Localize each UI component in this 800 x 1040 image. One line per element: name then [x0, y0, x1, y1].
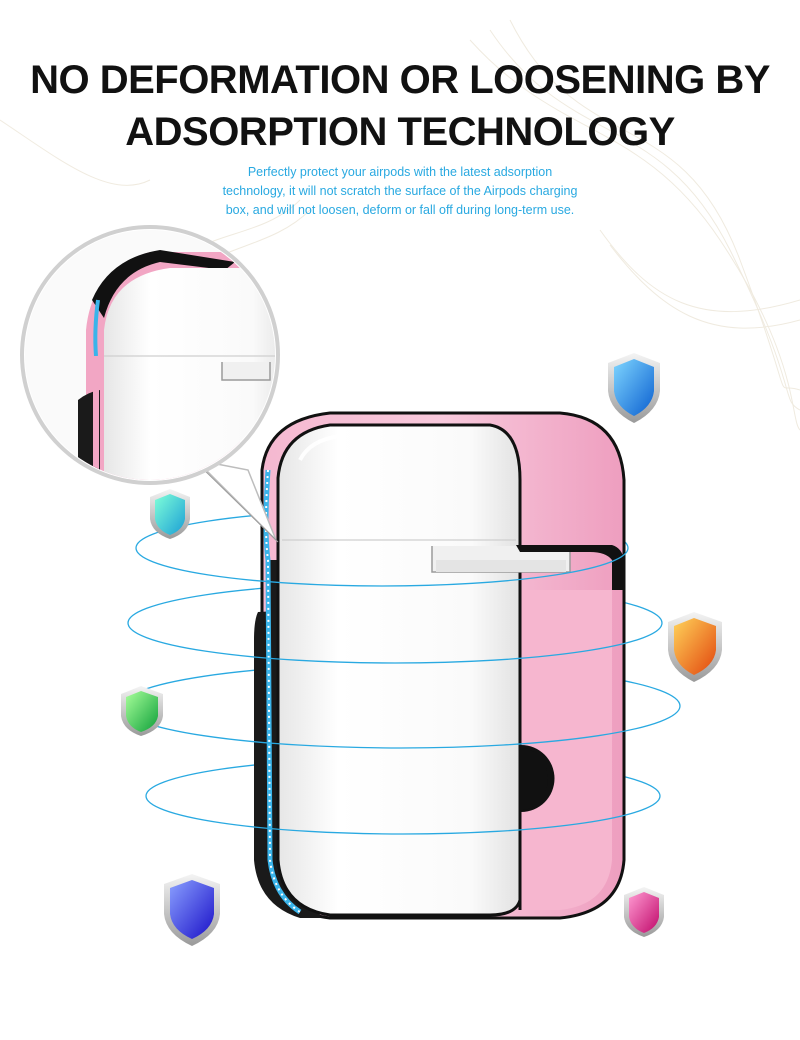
zoom-pointer: [193, 458, 279, 543]
description-line-2: technology, it will not scratch the surf…: [222, 184, 578, 198]
shield-icon: [121, 686, 163, 736]
zoom-callout: [20, 225, 280, 485]
shield-icon: [624, 887, 664, 937]
shield-icon: [668, 612, 722, 682]
description-line-3: box, and will not loosen, deform or fall…: [225, 203, 575, 217]
description-line-1: Perfectly protect your airpods with the …: [247, 165, 553, 179]
headline: NO DEFORMATION OR LOOSENING BY ADSORPTIO…: [0, 54, 800, 158]
shield-icon: [608, 353, 660, 423]
headline-line-1: NO DEFORMATION OR LOOSENING BY: [30, 58, 770, 102]
shield-icon: [164, 874, 220, 946]
headline-line-2: ADSORPTION TECHNOLOGY: [125, 110, 675, 154]
airpods-case: [254, 411, 626, 920]
shield-icon: [150, 489, 190, 539]
background-waves: [0, 19, 800, 431]
description: Perfectly protect your airpods with the …: [190, 163, 610, 220]
